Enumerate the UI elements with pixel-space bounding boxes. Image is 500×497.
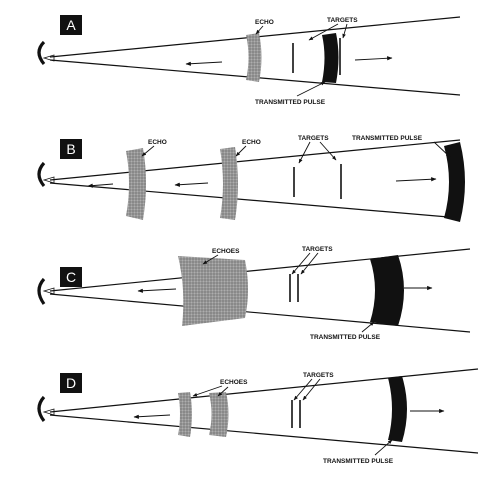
panel-letter: A	[66, 17, 76, 33]
antenna-reflector-icon	[37, 395, 46, 422]
panel-label-box	[60, 15, 82, 35]
transmitted-pulse-band	[370, 255, 404, 326]
echoes-leader	[192, 385, 223, 397]
antenna-reflector-icon	[37, 40, 46, 66]
echo-leader	[255, 25, 264, 35]
targets-leader	[300, 252, 319, 275]
beam-upper-edge	[49, 248, 471, 292]
echo-arrow-icon	[87, 183, 114, 188]
targets-leader	[293, 378, 313, 401]
panel-b: B ECHO ECHO TARGETS TRANSMITTED PULSE	[37, 135, 465, 222]
transmitted-pulse-label: TRANSMITTED PULSE	[310, 334, 381, 341]
beam-lower-edge	[49, 182, 461, 219]
panel-label-box	[60, 139, 82, 159]
echo-label: ECHO	[148, 139, 167, 146]
targets-label: TARGETS	[298, 135, 329, 142]
transmitted-pulse-band	[388, 376, 407, 442]
echo-arrow-icon	[137, 288, 177, 293]
echo-label: ECHO	[242, 139, 261, 146]
targets-label: TARGETS	[302, 246, 333, 253]
echo-arrow-icon	[133, 414, 171, 419]
echoes-band	[178, 256, 248, 326]
pulse-leader	[361, 321, 375, 333]
transmitted-pulse-band	[322, 33, 339, 83]
panel-c: C ECHOES TARGETS TRANSMITTED PULSE	[37, 246, 471, 341]
echoes-leader	[202, 254, 219, 265]
panel-letter: C	[66, 269, 76, 285]
pulse-leader	[433, 141, 451, 158]
echo-band	[126, 148, 146, 220]
targets-leader	[342, 23, 348, 39]
targets-leader	[298, 141, 311, 164]
antenna-reflector-icon	[37, 277, 46, 305]
transmitted-pulse-label: TRANSMITTED PULSE	[323, 458, 394, 465]
echo-band	[220, 147, 238, 220]
echo-arrow-icon	[185, 61, 223, 66]
pulse-leader	[296, 81, 326, 97]
pulse-arrow-icon	[354, 56, 393, 61]
echo-band	[178, 392, 192, 437]
beam-lower-edge	[49, 293, 471, 333]
panel-a: A ECHO TARGETS TRANSMITTED PULSE	[37, 15, 461, 106]
transmitted-pulse-band	[444, 142, 465, 222]
targets-leader	[308, 23, 339, 41]
pulse-arrow-icon	[395, 177, 437, 182]
targets-leader	[302, 378, 321, 401]
panel-letter: D	[66, 375, 76, 391]
targets-leader	[319, 141, 337, 161]
echo-band	[209, 392, 229, 437]
panel-label-box	[60, 373, 82, 393]
panel-d: D ECHOES TARGETS TRANSMITTED PULSE	[37, 368, 479, 465]
targets-leader	[291, 252, 311, 275]
echo-band	[246, 33, 262, 82]
targets-label: TARGETS	[303, 372, 334, 379]
panel-letter: B	[66, 141, 75, 157]
panel-label-box	[60, 267, 82, 287]
echo-leader	[141, 145, 155, 157]
echo-leader	[235, 145, 247, 157]
echo-label: ECHO	[255, 19, 274, 26]
echoes-label: ECHOES	[220, 379, 248, 386]
transmitted-pulse-label: TRANSMITTED PULSE	[255, 99, 326, 106]
echoes-leader	[217, 386, 229, 397]
beam-lower-edge	[49, 414, 479, 454]
echo-arrow-icon	[174, 182, 209, 187]
transmitted-pulse-label: TRANSMITTED PULSE	[352, 135, 423, 142]
targets-label: TARGETS	[327, 17, 358, 24]
antenna-reflector-icon	[37, 161, 46, 188]
pulse-leader	[374, 439, 393, 456]
beam-upper-edge	[49, 368, 479, 413]
echoes-label: ECHOES	[212, 248, 240, 255]
beam-upper-edge	[49, 139, 461, 181]
